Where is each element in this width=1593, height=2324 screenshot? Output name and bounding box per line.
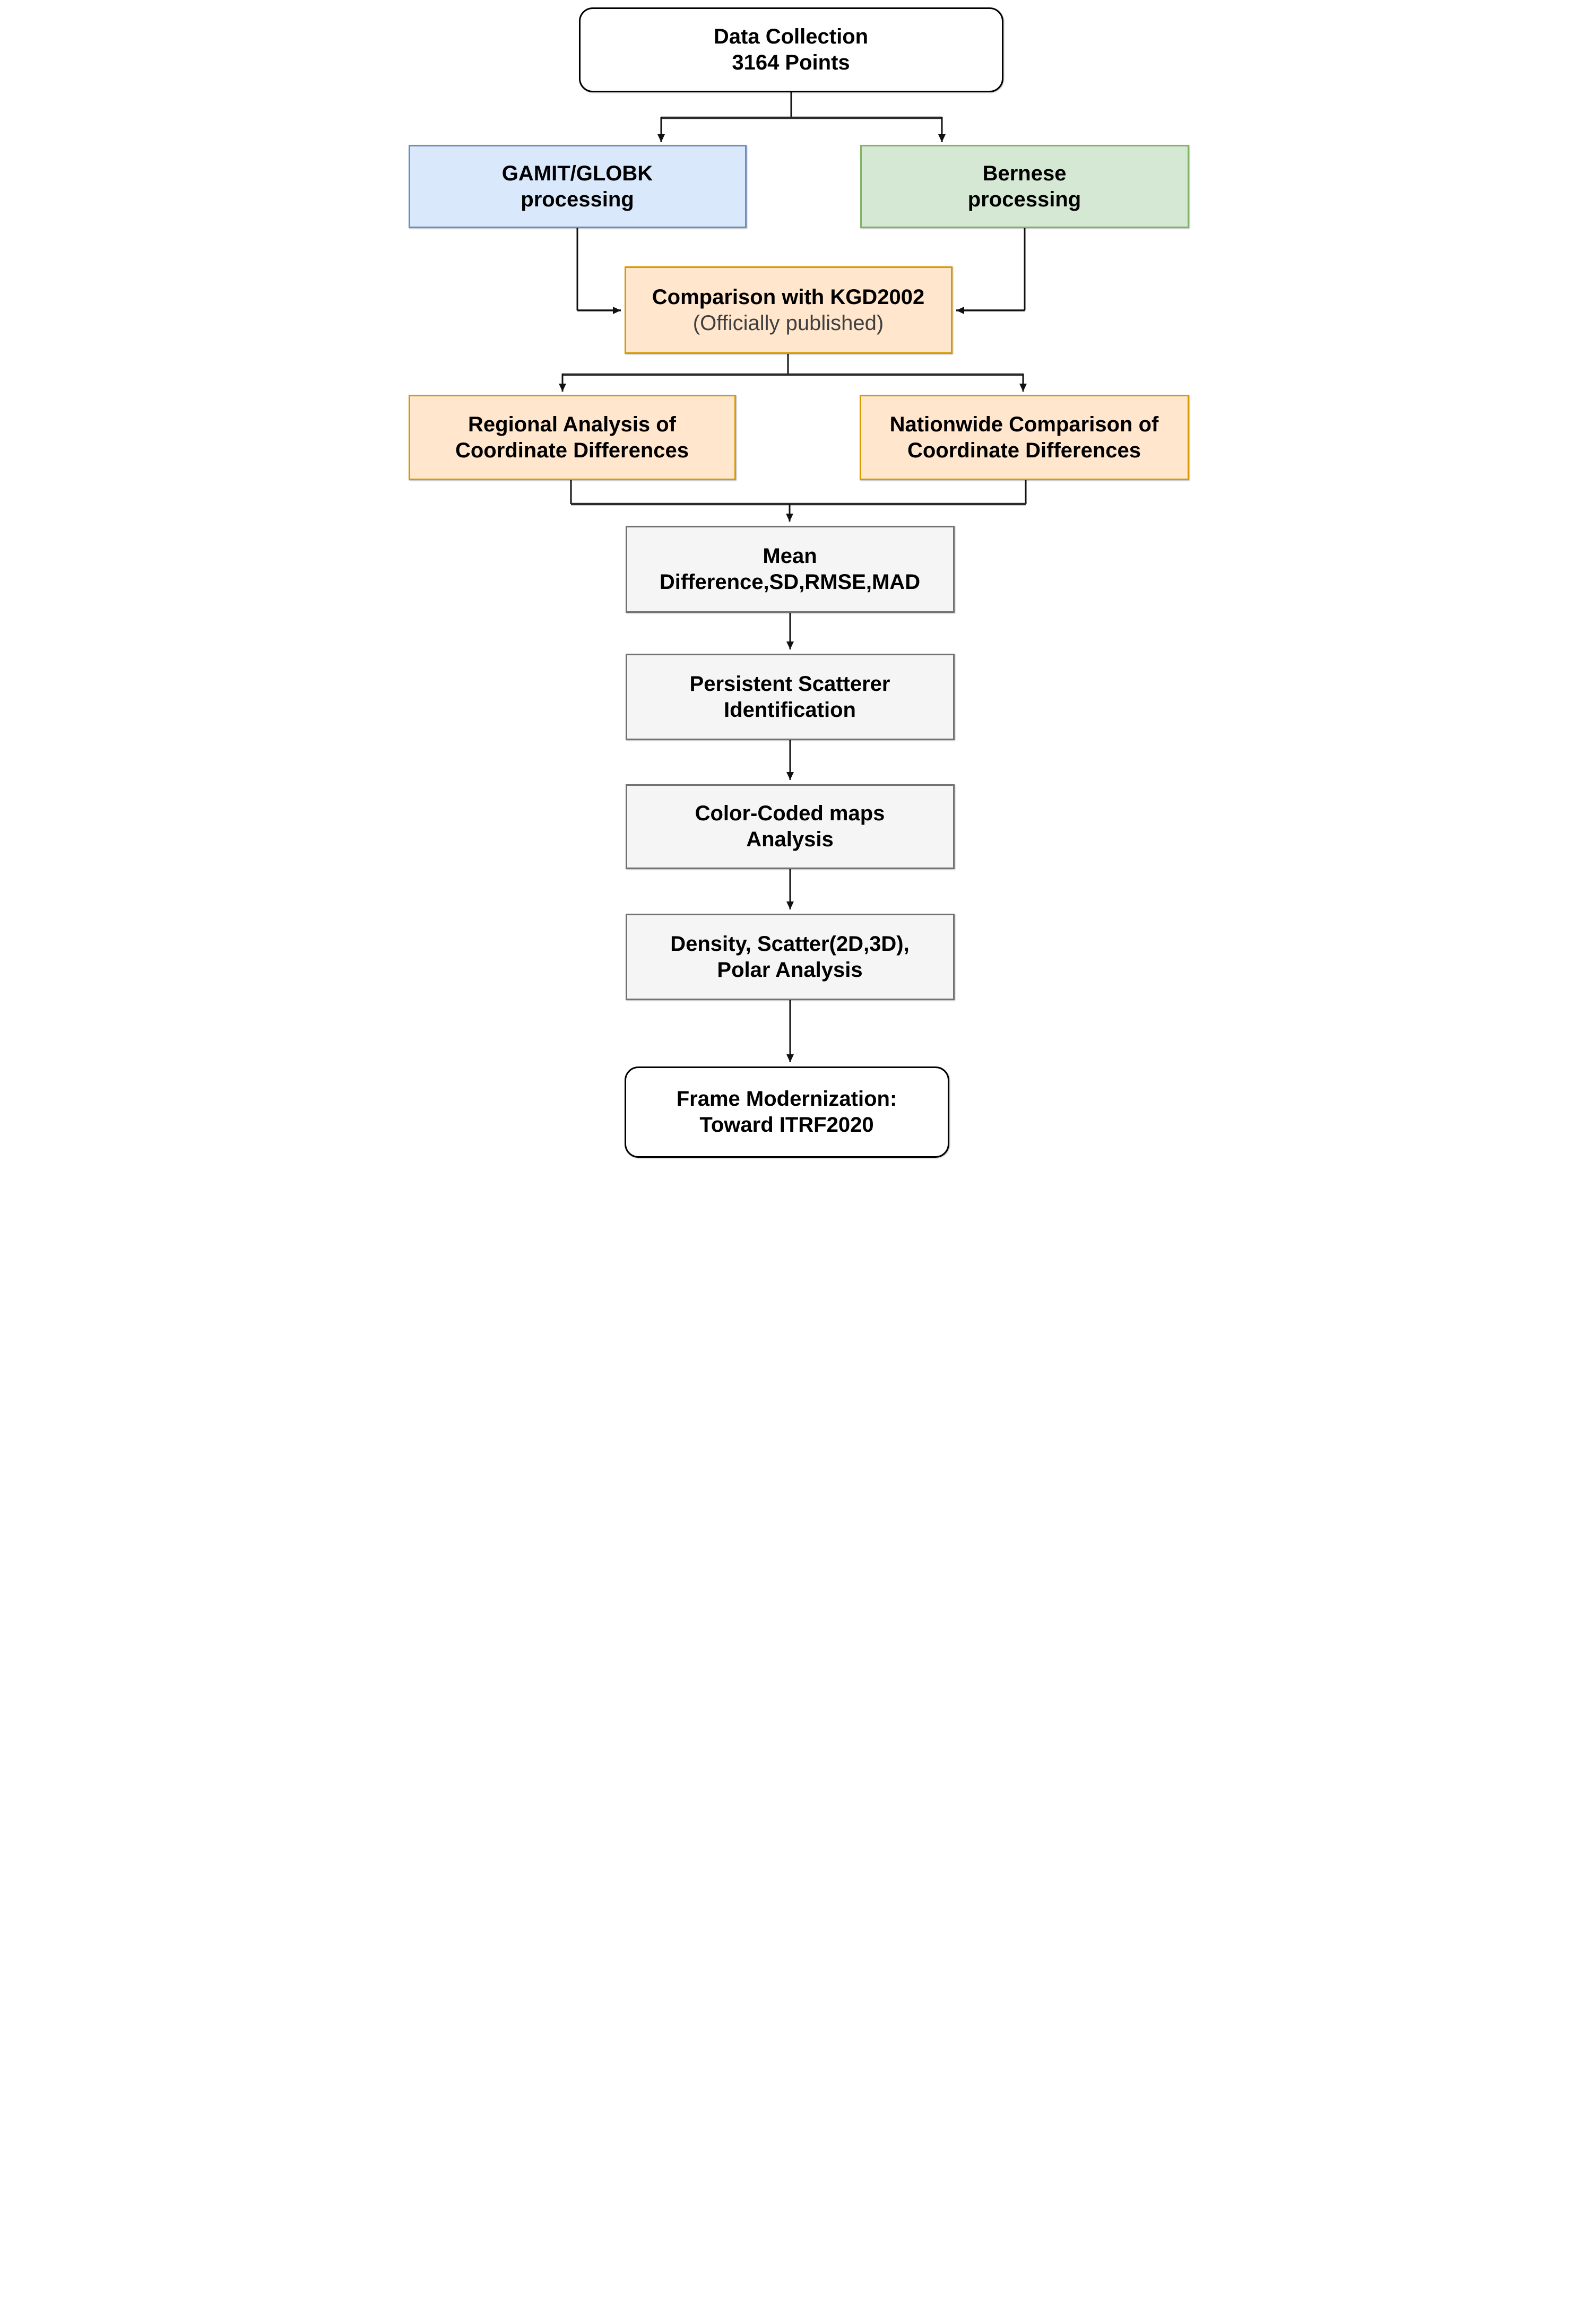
node-comparison-kgd2002: Comparison with KGD2002 (Officially publ… xyxy=(624,266,953,354)
node-bernese-line2: processing xyxy=(967,187,1081,211)
node-regional-analysis: Regional Analysis of Coordinate Differen… xyxy=(408,395,736,480)
node-frame-line2: Toward ITRF2020 xyxy=(699,1113,874,1137)
node-density-scatter-polar: Density, Scatter(2D,3D), Polar Analysis xyxy=(625,914,955,1000)
node-gamit-globk-processing: GAMIT/GLOBK processing xyxy=(408,145,747,228)
flowchart-canvas: Data Collection 3164 Points GAMIT/GLOBK … xyxy=(398,0,1195,1162)
node-frame-line1: Frame Modernization: xyxy=(676,1087,897,1111)
node-bernese-processing: Bernese processing xyxy=(860,145,1189,228)
node-scatterer-line2: Identification xyxy=(724,698,856,722)
node-gamit-line2: processing xyxy=(521,187,634,211)
node-data-collection-line2: 3164 Points xyxy=(732,51,850,74)
node-maps-line1: Color-Coded maps xyxy=(695,802,885,826)
node-mean-line1: Mean xyxy=(763,544,817,568)
node-density-line1: Density, Scatter(2D,3D), xyxy=(670,932,910,956)
node-gamit-line1: GAMIT/GLOBK xyxy=(501,161,653,185)
node-density-line2: Polar Analysis xyxy=(717,958,863,982)
node-data-collection: Data Collection 3164 Points xyxy=(578,7,1003,92)
node-mean-line2: Difference,SD,RMSE,MAD xyxy=(659,570,921,594)
node-nationwide-comparison: Nationwide Comparison of Coordinate Diff… xyxy=(859,395,1189,480)
node-data-collection-line1: Data Collection xyxy=(713,25,869,49)
node-maps-line2: Analysis xyxy=(746,828,834,851)
node-nationwide-line1: Nationwide Comparison of xyxy=(889,412,1159,436)
node-comparison-line2: (Officially published) xyxy=(692,311,884,335)
node-regional-line1: Regional Analysis of xyxy=(468,412,676,436)
node-comparison-line1: Comparison with KGD2002 xyxy=(652,285,925,309)
node-frame-modernization: Frame Modernization: Toward ITRF2020 xyxy=(624,1066,949,1158)
node-regional-line2: Coordinate Differences xyxy=(455,438,689,462)
node-scatterer-line1: Persistent Scatterer xyxy=(689,672,890,696)
node-color-coded-maps: Color-Coded maps Analysis xyxy=(625,784,955,869)
node-mean-difference-stats: Mean Difference,SD,RMSE,MAD xyxy=(625,526,955,613)
connector-layer xyxy=(558,92,1027,1062)
node-bernese-line1: Bernese xyxy=(982,161,1067,185)
node-nationwide-line2: Coordinate Differences xyxy=(907,438,1141,462)
node-persistent-scatterer: Persistent Scatterer Identification xyxy=(625,654,955,740)
